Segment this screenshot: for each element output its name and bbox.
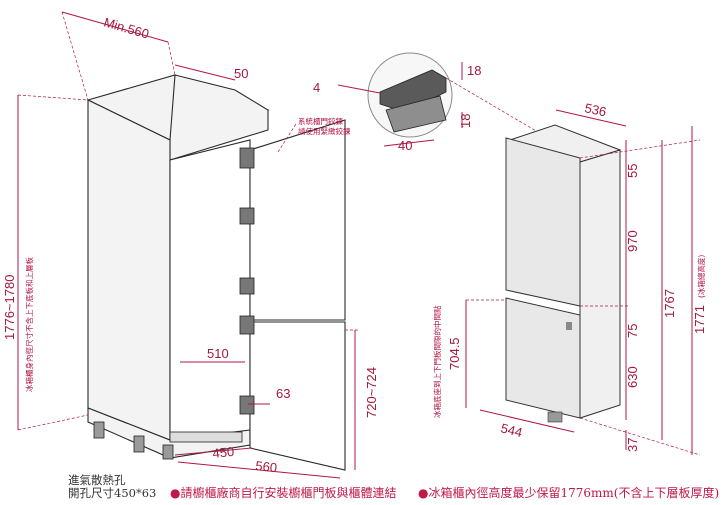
vent-slot (169, 431, 243, 443)
dim-hinge-center: 704.5 (447, 337, 462, 370)
fridge-hinge-icon (566, 322, 572, 330)
detail-slot (385, 95, 447, 133)
dim-panel-depth: 40 (398, 138, 412, 153)
dim-cabinet-inner-depth: 510 (207, 346, 229, 361)
fridge-body (505, 124, 622, 423)
detail-panel (379, 69, 447, 113)
dim-cabinet-height: 1776~1780 (2, 275, 17, 340)
dim-cabinet-width: 560 (255, 458, 278, 475)
hinge-icon (239, 147, 255, 169)
fridge-upper-door (505, 137, 581, 307)
dim-lower-door-height: 720~724 (364, 367, 379, 418)
hinge-icon (239, 315, 255, 335)
note-cabinet-side: 冰箱櫃身內徑尺寸不含上下底板和上層板 (24, 257, 34, 392)
dim-base-height: 37 (625, 438, 640, 452)
lower-door (249, 321, 346, 471)
hinges (239, 147, 255, 415)
panel-detail (337, 52, 561, 147)
cabinet-foot (133, 435, 145, 453)
hinge-icon (239, 277, 255, 295)
dim-ext-height: 1771 (692, 305, 707, 334)
upper-door (249, 119, 346, 321)
note-hinge-line2: 請使用緊緻鉸鍊 (298, 126, 351, 136)
caption-vent-line1: 進氣散熱孔 (68, 473, 126, 487)
fridge-lower-door (505, 297, 581, 419)
cabinet-foot (162, 444, 174, 460)
caption-cabinet-install: ●請櫥櫃廠商自行安裝櫥櫃門板與櫃體連結 (170, 485, 396, 500)
cabinet-dimension-lines (17, 11, 360, 479)
dim-panel-offset: 4 (313, 80, 320, 95)
note-fridge-side: 冰箱底座到上下門板間隙的中間點 (432, 305, 442, 418)
dim-panel-side: 18 (458, 114, 473, 128)
dim-side-offset: 63 (276, 386, 290, 401)
dim-total-height: 1767 (662, 289, 677, 318)
dim-middle-gap: 75 (625, 324, 640, 338)
hinge-icon (239, 207, 255, 225)
note-ext-height: (冰箱總高度) (696, 255, 706, 298)
fridge-side (579, 149, 621, 419)
dim-cabinet-min-depth: Min.560 (102, 14, 151, 41)
fridge-foot (547, 411, 563, 423)
dim-vent-width: 450 (212, 444, 235, 461)
dim-top-gap: 50 (234, 66, 248, 81)
dim-top-section: 55 (625, 164, 640, 178)
note-hinge-line1: 系統櫃門鉸鍊 (298, 116, 343, 126)
caption-min-height: ●冰箱櫃內徑高度最少保留1776mm(不含上下層板厚度) (418, 485, 719, 500)
hinge-icon (239, 395, 255, 415)
caption-vent-line2: 開孔尺寸450*63 (68, 486, 156, 500)
dim-panel-thickness-top: 18 (467, 63, 481, 78)
cabinet-doors (249, 119, 346, 471)
dim-lower-height: 630 (625, 366, 640, 388)
dim-fridge-depth: 536 (583, 100, 607, 119)
cabinet-foot (93, 421, 105, 439)
dim-upper-height: 970 (625, 230, 640, 252)
cabinet-body (86, 74, 270, 460)
fridge-dimension-lines (465, 109, 701, 456)
cabinet-interior (169, 139, 251, 456)
cabinet-left-side (87, 99, 171, 441)
dim-fridge-width: 544 (499, 420, 524, 440)
